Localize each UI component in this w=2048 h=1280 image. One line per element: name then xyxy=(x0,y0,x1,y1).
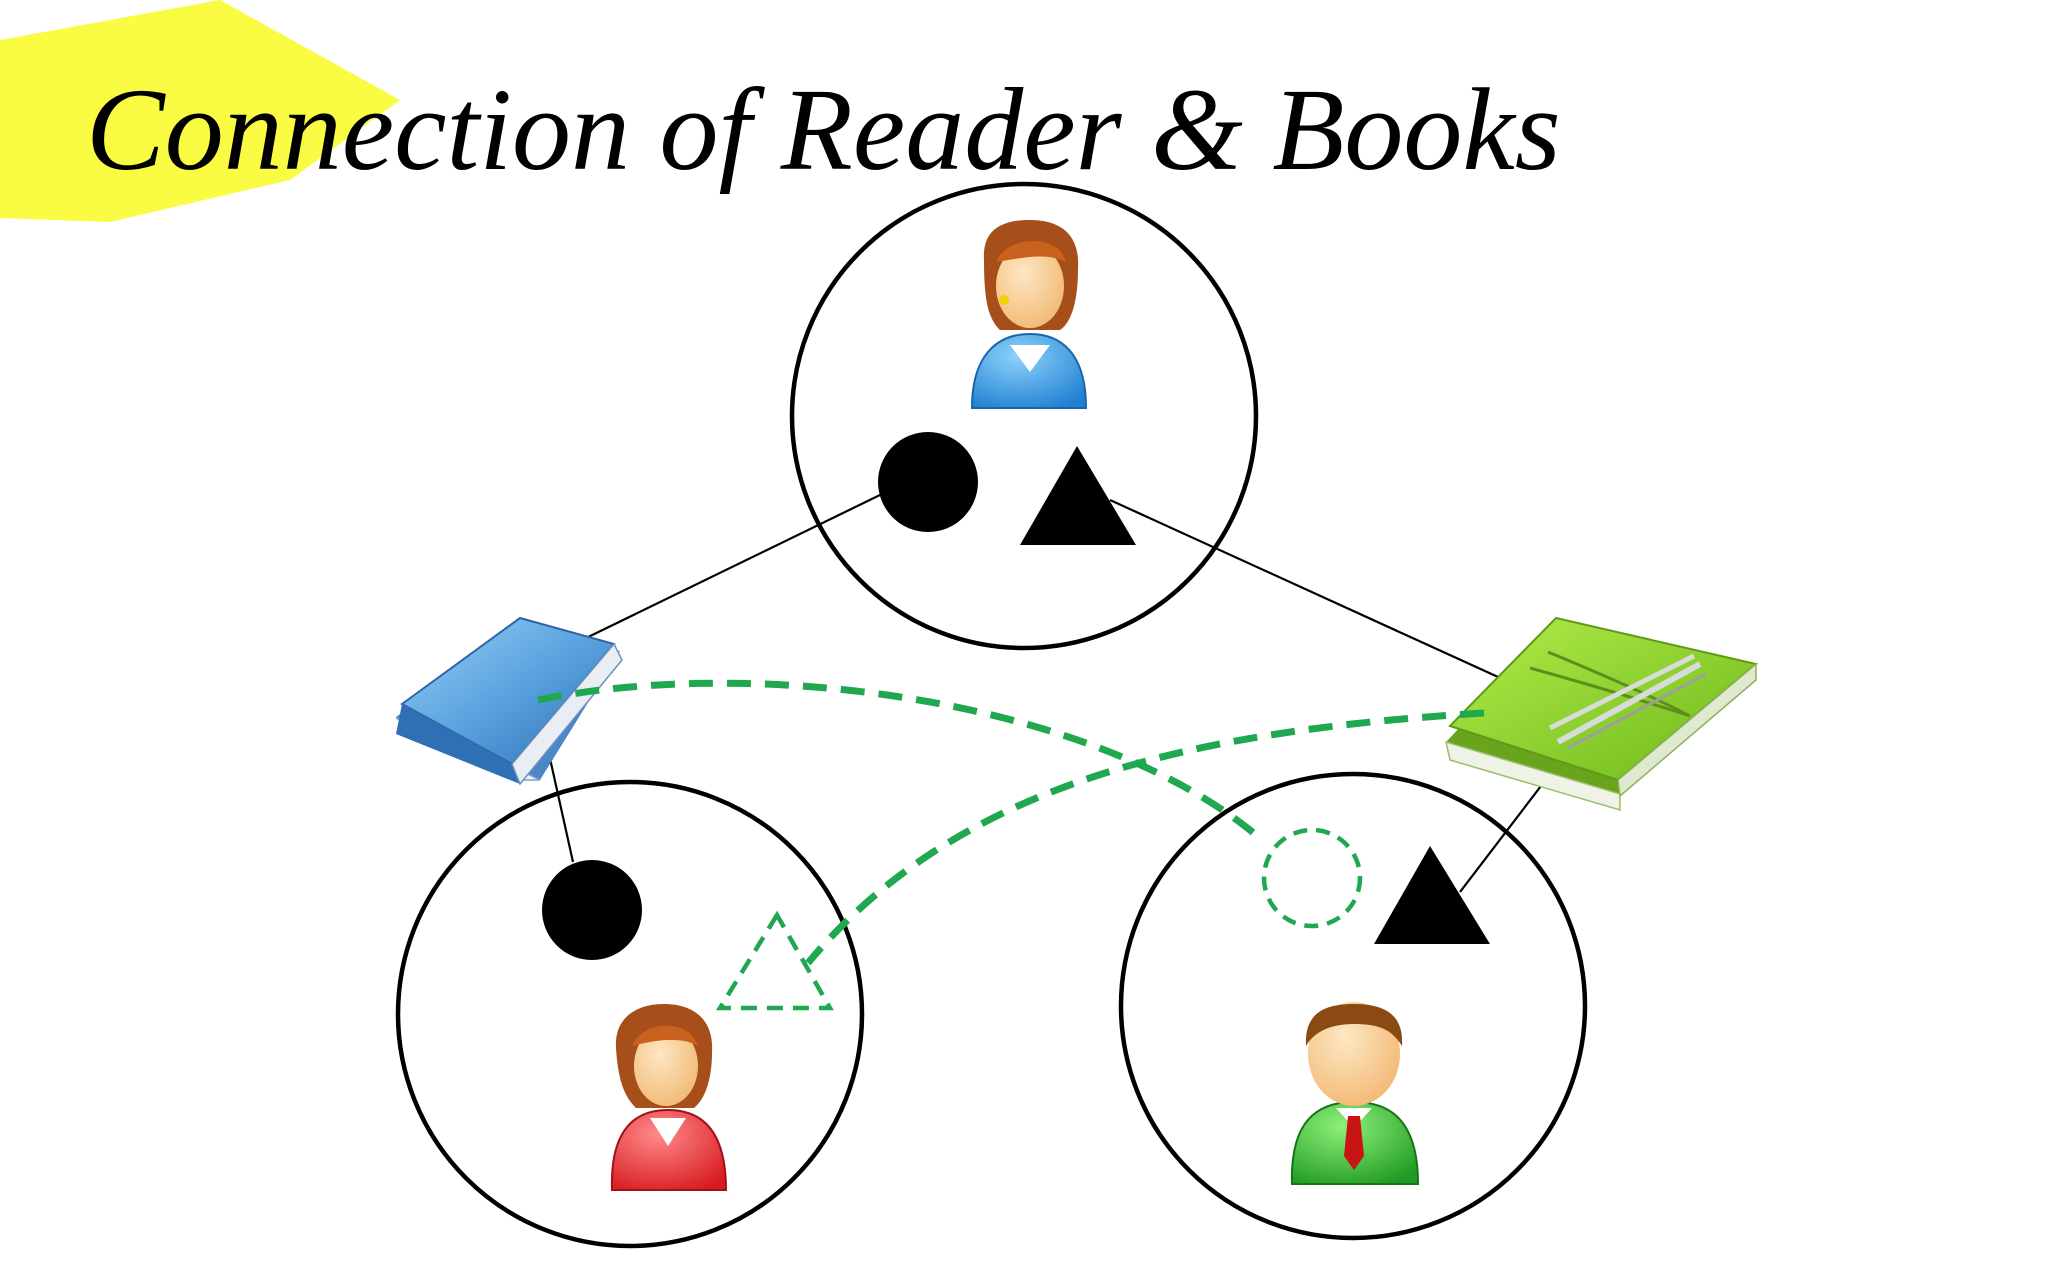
owned-book-triangle-top xyxy=(1020,446,1136,545)
read-link-top-reader-blue-book xyxy=(581,494,881,641)
yellow-highlight-shape xyxy=(0,0,400,222)
reader-group-top xyxy=(789,181,1259,651)
female-reader-blue-icon xyxy=(970,220,1088,409)
reader-group-left xyxy=(395,779,865,1249)
male-reader-green-icon xyxy=(1290,1002,1420,1185)
female-reader-red-icon xyxy=(610,1004,728,1191)
recommendation-arc-green-book-to-left-reader xyxy=(805,709,1485,966)
blue-book-icon xyxy=(395,616,623,786)
recommended-book-circle-right xyxy=(1261,827,1363,929)
recommended-book-triangle-left xyxy=(715,910,834,1011)
reader-group-right xyxy=(1118,771,1588,1241)
slide-title: Connection of Reader & Books xyxy=(86,64,1561,195)
owned-book-circle-left xyxy=(542,860,642,960)
title-banner xyxy=(0,0,400,222)
read-link-top-reader-green-book xyxy=(1109,498,1521,689)
recommendation-arc-blue-book-to-right-reader xyxy=(537,679,1265,843)
owned-book-triangle-right xyxy=(1374,846,1490,944)
owned-book-circle-top xyxy=(878,432,978,532)
green-book-icon xyxy=(1444,616,1759,812)
